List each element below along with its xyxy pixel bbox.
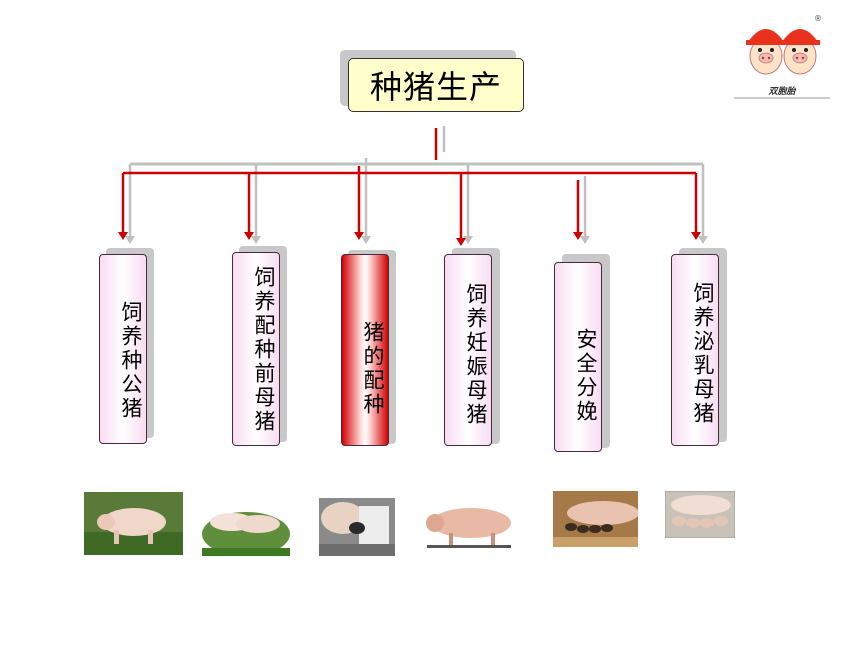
photo-premating-sows xyxy=(202,498,290,556)
child-node-pregnant-sow: 饲养妊娠母猪 xyxy=(444,254,492,446)
child-node-boar: 饲养种公猪 xyxy=(99,254,147,444)
lactating-sow-photo-icon xyxy=(665,491,735,538)
pregnant-sow-photo-icon xyxy=(421,501,517,550)
sows-photo-icon xyxy=(202,498,290,556)
photo-farrowing xyxy=(553,491,638,547)
photo-mating xyxy=(319,498,395,556)
farrowing-photo-icon xyxy=(553,491,638,547)
child-node-farrowing: 安全分娩 xyxy=(554,262,602,452)
photo-pregnant-sow xyxy=(421,501,517,550)
boar-photo-icon xyxy=(84,492,183,555)
root-node: 种猪生产 xyxy=(348,58,524,112)
photo-boar xyxy=(84,492,183,555)
mating-photo-icon xyxy=(319,498,395,556)
child-node-lactating-sow: 饲养泌乳母猪 xyxy=(671,254,719,446)
photo-lactating-sow xyxy=(665,491,735,538)
child-node-mating: 猪的配种 xyxy=(341,254,389,446)
child-node-premating-sow: 饲养配种前母猪 xyxy=(232,252,280,446)
